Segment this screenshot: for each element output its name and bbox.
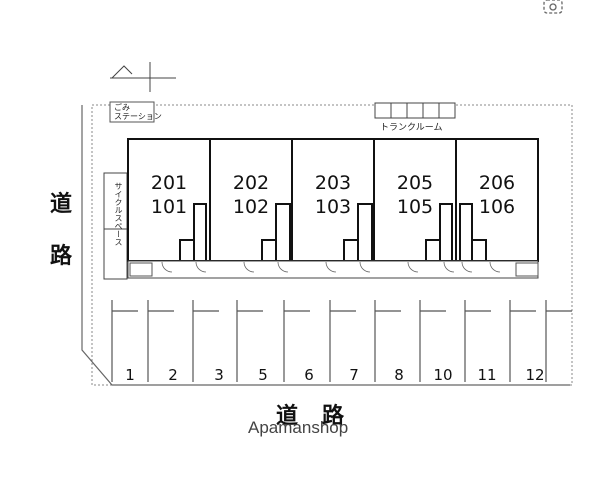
- watermark: Apamanshop: [248, 418, 349, 437]
- bicycle-space-label: サイクルスペース: [114, 182, 123, 246]
- north-arrow-icon: [110, 62, 176, 92]
- parking-space-11: 11: [477, 366, 497, 384]
- parking-space-8: 8: [394, 366, 404, 384]
- trunk-room: [374, 102, 456, 119]
- trash-station-box: [109, 101, 155, 123]
- parking-space-3: 3: [214, 366, 224, 384]
- unit-202: 202: [232, 172, 270, 194]
- parking-space-6: 6: [304, 366, 314, 384]
- road-left-char-1: 道: [50, 192, 73, 217]
- parking-space-1: 1: [125, 366, 135, 384]
- parking-space-5: 5: [258, 366, 268, 384]
- unit-102: 102: [232, 196, 270, 218]
- road-left-char-2: 路: [50, 244, 73, 269]
- unit-203: 203: [314, 172, 352, 194]
- camera-icon[interactable]: [542, 0, 564, 16]
- building: [127, 138, 539, 262]
- unit-106: 106: [478, 196, 516, 218]
- trash-station-label: ごみ ステーション: [114, 103, 162, 121]
- parking-space-10: 10: [433, 366, 453, 384]
- unit-101: 101: [150, 196, 188, 218]
- parking-space-7: 7: [349, 366, 359, 384]
- unit-206: 206: [478, 172, 516, 194]
- road-bottom-char-2: 路: [322, 404, 345, 429]
- unit-105: 105: [396, 196, 434, 218]
- trunk-room-label: トランクルーム: [380, 123, 443, 133]
- unit-201: 201: [150, 172, 188, 194]
- parking-space-2: 2: [168, 366, 178, 384]
- parking-space-12: 12: [525, 366, 545, 384]
- unit-103: 103: [314, 196, 352, 218]
- unit-205: 205: [396, 172, 434, 194]
- road-bottom-char-1: 道: [276, 404, 299, 429]
